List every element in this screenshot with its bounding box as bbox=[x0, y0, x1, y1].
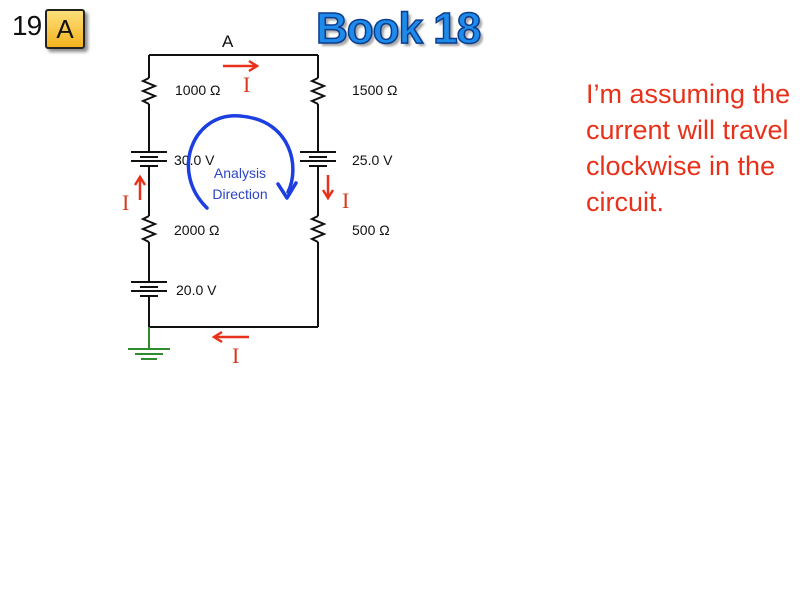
battery-left-lower-label: 20.0 V bbox=[176, 282, 217, 298]
battery-left-upper-label: 30.0 V bbox=[174, 152, 215, 168]
analysis-direction-line1: Analysis bbox=[214, 165, 266, 181]
analysis-direction-arrow bbox=[186, 114, 298, 210]
book-title: Book 18 bbox=[315, 3, 482, 54]
current-arrow-right bbox=[321, 175, 335, 201]
resistor-left-bottom bbox=[140, 215, 158, 243]
assumption-note: I’m assuming the current will travel clo… bbox=[586, 79, 791, 217]
battery-left-lower bbox=[131, 281, 167, 297]
slide-number: 19 bbox=[12, 10, 42, 41]
resistor-right-bottom bbox=[309, 215, 327, 243]
battery-right bbox=[300, 151, 336, 167]
answer-badge: A bbox=[45, 9, 85, 49]
battery-left-upper bbox=[131, 151, 167, 167]
current-label-top: I bbox=[243, 72, 250, 97]
current-arrow-bottom bbox=[211, 330, 249, 344]
current-label-right: I bbox=[342, 188, 349, 213]
analysis-direction-line2: Direction bbox=[212, 186, 267, 202]
current-arrow-top bbox=[223, 59, 260, 73]
current-arrow-left bbox=[133, 174, 147, 200]
current-label-bottom: I bbox=[232, 343, 239, 368]
resistor-left-top-label: 1000 Ω bbox=[175, 82, 221, 98]
resistor-right-top-label: 1500 Ω bbox=[352, 82, 398, 98]
resistor-left-bottom-label: 2000 Ω bbox=[174, 222, 220, 238]
battery-right-label: 25.0 V bbox=[352, 152, 393, 168]
resistor-left-top bbox=[140, 77, 158, 105]
resistor-right-top bbox=[309, 77, 327, 105]
resistor-right-bottom-label: 500 Ω bbox=[352, 222, 390, 238]
current-label-left: I bbox=[122, 190, 129, 215]
ground-symbol bbox=[128, 327, 170, 360]
node-a-label: A bbox=[222, 32, 234, 51]
